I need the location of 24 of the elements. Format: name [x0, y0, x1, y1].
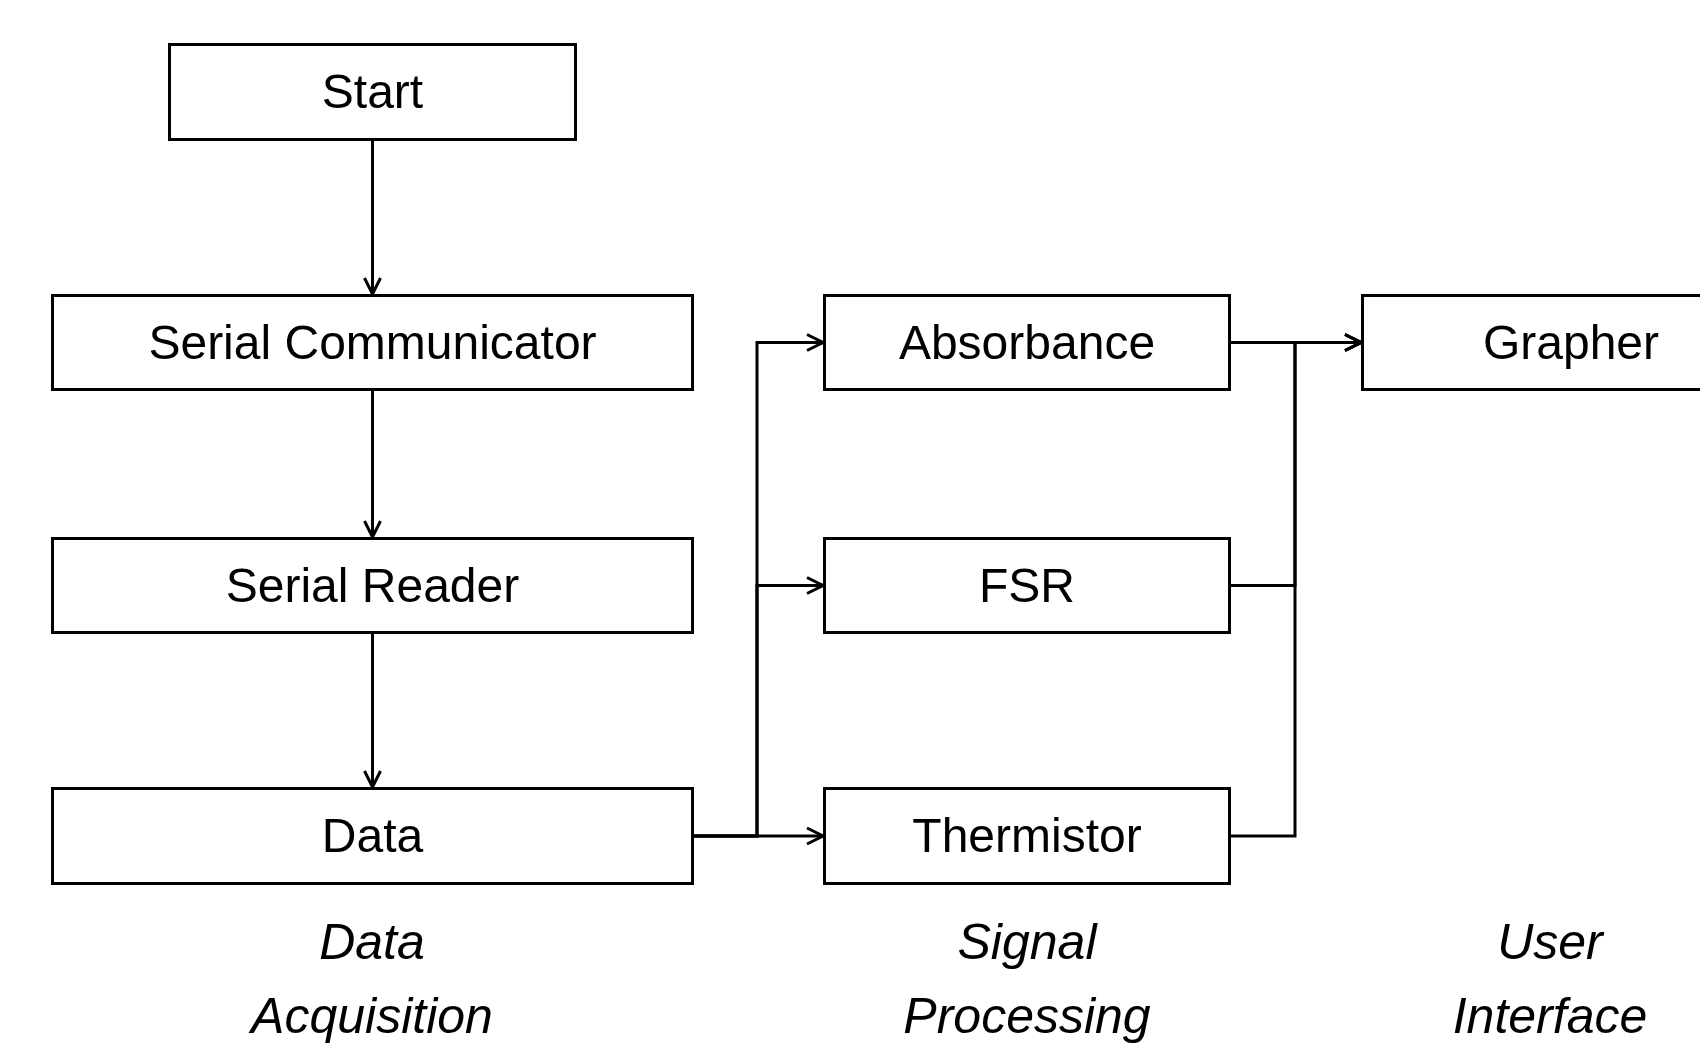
- box-label: Thermistor: [912, 812, 1142, 860]
- arrow: [363, 391, 382, 539]
- process-box: [823, 537, 1231, 634]
- arrow: [363, 141, 382, 296]
- arrow: [1231, 333, 1363, 838]
- process-box: [51, 537, 694, 634]
- arrow: [363, 634, 382, 789]
- box-label: Absorbance: [898, 318, 1156, 367]
- process-box: [51, 294, 694, 391]
- column-caption: Data Acquisition: [232, 905, 512, 1053]
- box-label: Grapher: [1482, 318, 1660, 367]
- process-box: [168, 43, 577, 141]
- box-label: Serial Communicator: [148, 318, 597, 367]
- process-box: [823, 294, 1231, 391]
- column-caption: Signal Processing: [902, 913, 1152, 1046]
- process-box: [823, 787, 1231, 885]
- process-box: [51, 787, 694, 885]
- process-box: [1361, 294, 1700, 391]
- column-caption: User Interface: [1451, 913, 1649, 1046]
- box-label: Serial Reader: [225, 561, 520, 610]
- box-label: Start: [321, 68, 424, 116]
- box-label: Data: [321, 812, 424, 860]
- arrow: [694, 826, 825, 846]
- box-label: FSR: [979, 561, 1075, 610]
